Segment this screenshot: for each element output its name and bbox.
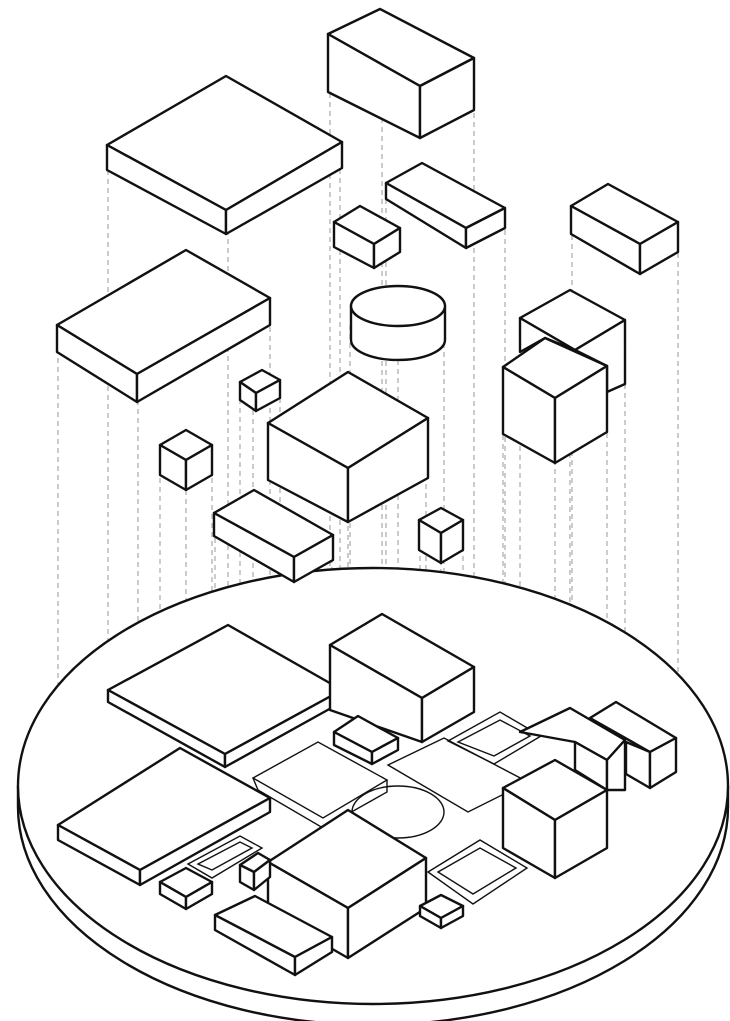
floating-cylinder [351, 286, 445, 360]
floating-box-top-right [571, 184, 678, 274]
floating-cube-center [268, 372, 428, 522]
floating-bar-center [386, 163, 505, 248]
floating-slab-left-middle [57, 250, 270, 402]
floating-slab-top-left [107, 76, 342, 234]
floating-small-cube-center [334, 206, 400, 268]
floating-tiny-cube-upper [240, 370, 280, 411]
floating-volumes [57, 9, 678, 582]
floating-tiny-cube-right [419, 508, 463, 563]
floating-small-cube-left [160, 430, 212, 490]
floating-box-top-center [328, 9, 474, 138]
